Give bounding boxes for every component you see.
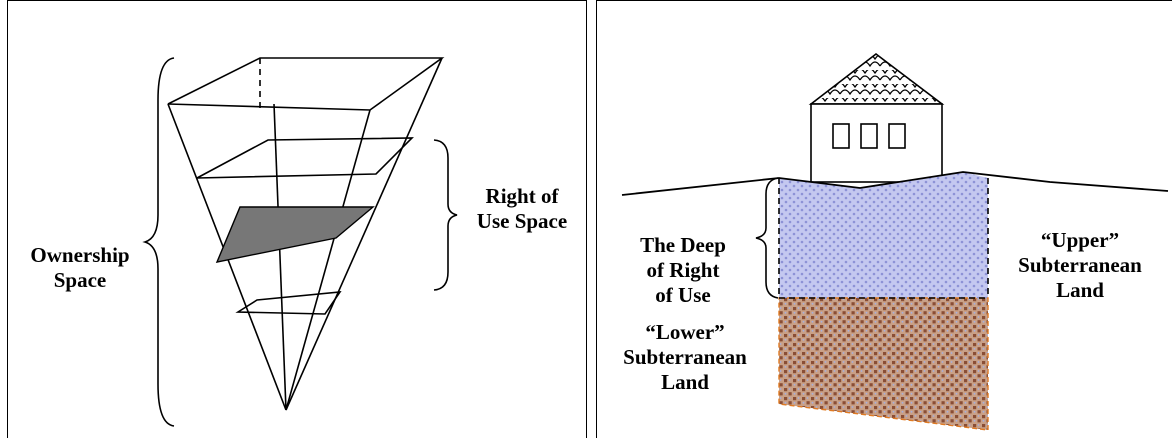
ownership-pyramid [167,57,445,411]
house-window [888,123,906,149]
shaded-plane [215,206,375,263]
deep-of-right-of-use-label: The Deep of Right of Use [608,233,758,308]
pyramid-edge [285,57,443,411]
pyramid-level-plane [235,291,342,315]
ground-line [621,171,1169,196]
pyramid-level-plane [196,137,414,179]
right-of-use-space-text: Right of Use Space [476,184,568,233]
house-roof [808,52,945,105]
ownership-space-text: Ownership Space [30,243,130,292]
right-of-use-brace [433,139,458,291]
ownership-space-panel [7,0,587,438]
ownership-brace [142,57,175,427]
ownership-space-label: Ownership Space [20,243,140,293]
lower-subterranean-text: “Lower” Subterranean Land [623,320,747,394]
pyramid-edge [273,103,287,411]
deep-of-right-of-use-text: The Deep of Right of Use [640,233,726,307]
subterranean-land-panel [596,0,1172,438]
right-of-use-space-label: Right of Use Space [462,184,582,234]
pyramid-top-plane [167,57,445,111]
upper-subterranean-label: “Upper” Subterranean Land [996,228,1164,303]
upper-subterranean-text: “Upper” Subterranean Land [1018,228,1142,302]
house-window [860,123,878,149]
lower-subterranean-label: “Lower” Subterranean Land [600,320,770,395]
deep-of-right-of-use-brace [755,177,779,299]
pyramid-edge [285,109,371,411]
house-window [832,123,850,149]
lower-subterranean-area [778,297,989,431]
upper-subterranean-area [779,172,988,298]
